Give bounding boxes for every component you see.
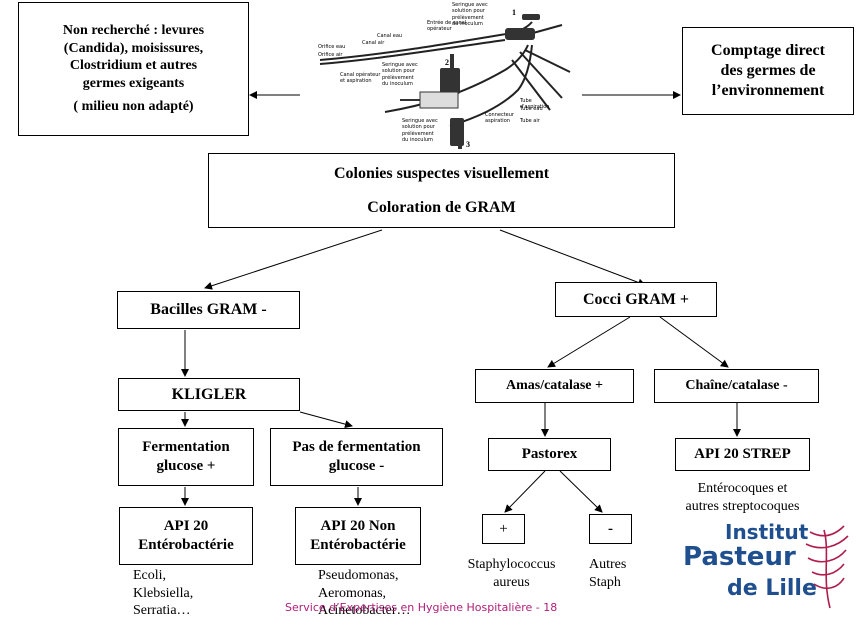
api20ne-line: Entérobactérie — [310, 537, 406, 553]
species-line: Staph — [589, 574, 621, 590]
syringe-icon — [419, 91, 459, 109]
species-line: Acinetobacter… — [318, 603, 411, 618]
endoscope-marker: 1 — [512, 8, 516, 17]
not-searched-line: Clostridium et autres — [69, 58, 198, 74]
plus-label: + — [499, 520, 508, 537]
no-fermentation-line: Pas de fermentation — [292, 439, 421, 456]
minus-box: - — [589, 514, 632, 544]
arrow-to-plus — [504, 470, 546, 513]
endoscope-label: Canal air — [362, 40, 385, 46]
not-searched-box: Non recherché : levures (Candida), moisi… — [18, 2, 249, 136]
endoscope-label: Tube eau — [520, 106, 543, 112]
non-entero-species: Pseudomonas, Aeromonas, Acinetobacter… — [318, 567, 438, 620]
staph-aureus-label: Staphylococcus aureus — [449, 556, 574, 591]
fermentation-line: glucose + — [156, 458, 216, 474]
species-line: Pseudomonas, — [318, 568, 399, 583]
api20strep-box: API 20 STREP — [675, 438, 810, 471]
other-staph-label: Autres Staph — [589, 556, 649, 591]
species-line: Klebsiella, — [133, 585, 194, 601]
endoscope-label: Tube d'aspiration — [520, 98, 550, 111]
arrow-to-no-ferment — [299, 411, 353, 429]
kligler-label: KLIGLER — [171, 385, 247, 403]
api20ne-line: API 20 Non — [320, 518, 396, 535]
chaine-label: Chaîne/catalase - — [685, 378, 788, 394]
fermentation-line: Fermentation — [142, 439, 230, 456]
arrow-to-bacilles — [204, 229, 383, 290]
arrow-to-chaine — [659, 316, 729, 368]
api20strep-label: API 20 STREP — [694, 446, 791, 463]
api20e-box: API 20 Entérobactérie — [119, 507, 253, 565]
endoscope-marker: 3 — [466, 140, 470, 149]
endoscope-label: Seringue avec solution pour prélèvement … — [402, 118, 438, 143]
amas-box: Amas/catalase + — [475, 369, 634, 403]
api20e-line: Entérobactérie — [138, 537, 234, 553]
species-line: Staphylococcus — [467, 557, 556, 572]
species-line: aureus — [493, 574, 530, 590]
fermentation-box: Fermentation glucose + — [118, 428, 254, 486]
endoscope-label: Canal opérateur et aspiration — [340, 72, 381, 85]
entero-species: Ecoli, Klebsiella, Serratia… — [133, 567, 243, 620]
cocci-box: Cocci GRAM + — [555, 282, 717, 317]
logo-word: Pasteur — [683, 542, 796, 572]
kligler-box: KLIGLER — [118, 378, 300, 411]
species-line: autres streptocoques — [685, 498, 800, 514]
arrow-to-minus — [559, 470, 603, 513]
arrow-to-amas — [547, 316, 631, 368]
not-searched-line: germes exigeants — [82, 75, 185, 91]
endoscope-label: Canal eau — [377, 33, 403, 39]
pasteur-emblem-icon — [805, 525, 849, 609]
endoscope-marker: 2 — [445, 58, 449, 67]
institut-pasteur-logo: Institut Pasteur de Lille — [665, 520, 855, 620]
suspect-colonies-box: Colonies suspectes visuellement Colorati… — [208, 153, 675, 228]
endoscope-label: Seringue avec solution pour prélèvement … — [452, 2, 488, 27]
species-line: Autres — [589, 557, 627, 572]
bacilles-box: Bacilles GRAM - — [117, 291, 300, 329]
strep-species: Entérocoques et autres streptocoques — [660, 480, 825, 515]
direct-count-line: l’environnement — [711, 82, 825, 99]
species-line: Ecoli, — [133, 568, 167, 583]
gram-stain-label: Coloration de GRAM — [367, 198, 516, 216]
logo-word: Institut — [725, 520, 809, 544]
not-searched-line: Non recherché : levures — [62, 23, 205, 39]
footer-text: Service d’Expertises en Hygiène Hospital… — [285, 601, 558, 614]
no-fermentation-line: glucose - — [328, 458, 385, 474]
cocci-label: Cocci GRAM + — [583, 290, 689, 308]
arrow-to-cocci — [499, 229, 646, 287]
no-fermentation-box: Pas de fermentation glucose - — [270, 428, 443, 486]
suspect-colonies-label: Colonies suspectes visuellement — [333, 164, 550, 182]
endoscope-label: Connecteur aspiration — [485, 112, 514, 125]
species-line: Entérocoques et — [697, 481, 788, 496]
api20e-line: API 20 — [163, 518, 209, 535]
not-searched-line: (Candida), moisissures, — [63, 40, 204, 56]
minus-label: - — [608, 520, 613, 537]
chaine-box: Chaîne/catalase - — [654, 369, 819, 403]
plus-box: + — [482, 514, 525, 544]
logo-word: de Lille — [727, 576, 817, 601]
not-searched-line: ( milieu non adapté) — [73, 99, 194, 115]
amas-label: Amas/catalase + — [505, 378, 603, 394]
endoscope-label: Seringue avec solution pour prélèvement … — [382, 62, 418, 87]
endoscope-label: Orifice air — [318, 52, 343, 58]
endoscope-label: Entrée de canal opérateur — [427, 20, 467, 33]
direct-count-line: des germes de — [720, 62, 816, 79]
direct-count-line: Comptage direct — [711, 42, 825, 59]
endoscope-label: Tube air — [520, 118, 540, 124]
endoscope-label: Orifice eau — [318, 44, 346, 50]
bacilles-label: Bacilles GRAM - — [150, 301, 267, 318]
species-line: Serratia… — [133, 603, 191, 618]
api20ne-box: API 20 Non Entérobactérie — [295, 507, 421, 565]
species-line: Aeromonas, — [318, 585, 387, 601]
direct-count-box: Comptage direct des germes de l’environn… — [682, 27, 854, 115]
pastorex-box: Pastorex — [488, 438, 611, 471]
pastorex-label: Pastorex — [521, 446, 578, 463]
endoscope-illustration — [319, 14, 571, 149]
